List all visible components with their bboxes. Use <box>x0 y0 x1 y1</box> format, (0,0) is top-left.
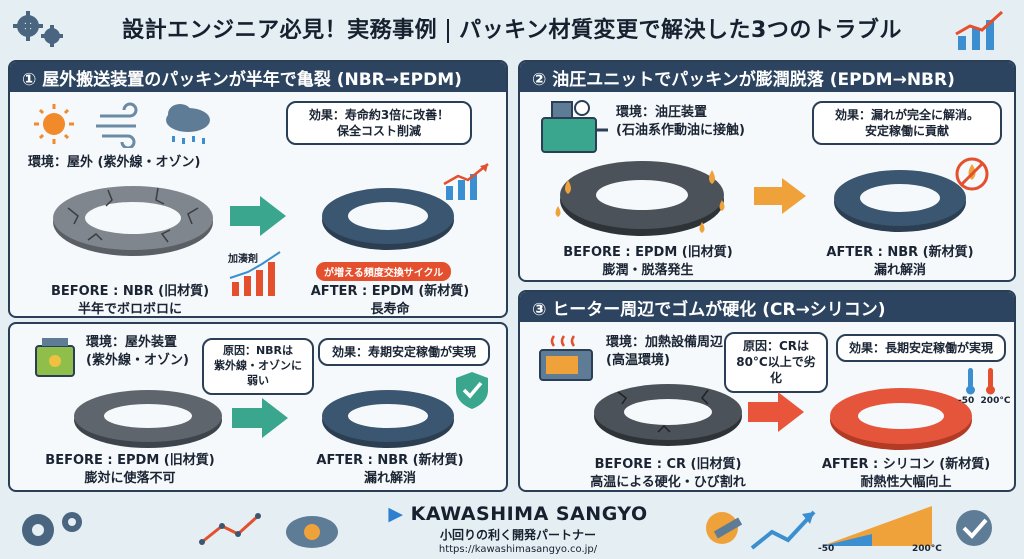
case2-after-title: AFTER : NBR (新材質) <box>826 245 974 260</box>
case4-before-label: BEFORE : EPDM (旧材質) 膨対に使落不可 <box>30 452 230 487</box>
brand-logo-icon: ▶ <box>388 503 404 525</box>
case1-after-ring <box>322 188 454 250</box>
case2-after-ring <box>834 170 966 232</box>
footer-right-icons <box>706 506 992 550</box>
footer-left-icons <box>22 512 338 548</box>
case1-after-title: AFTER : EPDM (新材質) <box>310 284 470 299</box>
temperature-scale-icon <box>822 506 932 546</box>
case1-before-label: BEFORE : NBR (旧材質) 半年でボロボロに <box>30 283 230 318</box>
page-title: 設計エンジニア必見！実務事例パッキン材質変更で解決した3つのトラブル <box>122 12 902 44</box>
thermometer-icons <box>966 368 995 395</box>
case4-cause-bubble: 原因：NBRは 紫外線・オゾンに弱い <box>202 338 314 395</box>
case2-before-ring-swollen <box>555 161 725 236</box>
case2-before-sub: 膨潤・脱落発生 <box>602 262 694 278</box>
heater-icon <box>539 335 593 381</box>
title-left: 設計エンジニア必見！実務事例 <box>122 18 438 43</box>
case1-cost-chart-icon <box>229 251 281 296</box>
case3-temp-range: -50 200°C <box>958 396 1010 406</box>
case4-after-label: AFTER : NBR (新材質) 漏れ解消 <box>290 452 490 487</box>
footer-gears-icon <box>22 512 82 546</box>
case2-heading: ② 油圧ユニットでパッキンが膨潤脱落 (EPDM→NBR) <box>520 62 1014 92</box>
case4-effect-bubble: 効果：寿期安定稼働が実現 <box>318 338 490 367</box>
case2-after-label: AFTER : NBR (新材質) 漏れ解消 <box>800 244 1000 279</box>
footer-check-gear-icon <box>956 510 992 546</box>
brand-name: ▶ KAWASHIMA SANGYO <box>388 503 648 525</box>
case3-before-title: BEFORE : CR (旧材質) <box>594 457 742 472</box>
case3-before-ring-cracked <box>594 384 742 446</box>
case3-temp-high: 200°C <box>980 396 1011 406</box>
case1-before-sub: 半年でボロボロに <box>77 301 182 317</box>
footer-wrench-icon <box>706 512 743 544</box>
case3-cause-bubble: 原因：CRは 80°C以上で劣化 <box>724 332 828 393</box>
case3-heading: ③ ヒーター周辺でゴムが硬化 (CR→シリコン) <box>520 292 1014 322</box>
case3-effect: 効果：長期安定稼働が実現 <box>848 341 993 355</box>
footer-scale-high: 200°C <box>912 544 942 554</box>
case3-after-title: AFTER : シリコン (新材質) <box>821 457 991 472</box>
header: 設計エンジニア必見！実務事例パッキン材質変更で解決した3つのトラブル <box>0 0 1024 56</box>
case4-before-ring <box>74 390 222 448</box>
case1-after-label: AFTER : EPDM (新材質) 長寿命 <box>290 283 490 318</box>
case2-arrow <box>754 178 806 214</box>
case1-effect-bubble: 効果：寿命約3倍に改善！ 保全コスト削減 <box>286 101 472 146</box>
brand-tagline: 小回りの利く開発パートナー <box>439 528 596 542</box>
case3-temp-low: -50 <box>958 396 975 406</box>
gears-icon <box>13 11 63 47</box>
case2-effect: 効果：漏れが完全に解消。 安定稼働に貢献 <box>834 108 979 139</box>
title-right: パッキン材質変更で解決した3つのトラブル <box>459 18 902 43</box>
case2-before-title: BEFORE : EPDM (旧材質) <box>563 245 733 260</box>
case3-before-sub: 高温による硬化・ひび割れ <box>590 474 746 490</box>
footer-growth-arrow-icon <box>750 510 816 550</box>
brand-url[interactable]: https://kawashimasangyo.co.jp/ <box>438 544 598 555</box>
case1-before-ring-cracked <box>53 186 213 256</box>
case1-pill: が増える頻度交換サイクル <box>316 262 452 281</box>
brand-block: ▶ KAWASHIMA SANGYO 小回りの利く開発パートナー https:/… <box>378 503 658 555</box>
case4-effect: 効果：寿期安定稼働が実現 <box>331 345 476 359</box>
case1-growth-icon <box>443 163 489 200</box>
case1-before-title: BEFORE : NBR (旧材質) <box>50 284 210 299</box>
case1-heading: ① 屋外搬送装置のパッキンが半年で亀裂 (NBR→EPDM) <box>10 62 506 92</box>
case4-after-ring <box>322 390 454 448</box>
hydraulic-unit-icon <box>541 100 608 153</box>
case4-cause: 原因：NBRは 紫外線・オゾンに弱い <box>214 344 302 387</box>
title-separator <box>447 19 450 43</box>
footer-device-icon <box>286 516 338 548</box>
case2-after-sub: 漏れ解消 <box>873 262 926 278</box>
growth-chart-icon <box>955 10 1004 50</box>
weather-icons <box>34 102 210 148</box>
case4-before-sub: 膨対に使落不可 <box>84 470 176 486</box>
case1-effect: 効果：寿命約3倍に改善！ 保全コスト削減 <box>308 108 450 139</box>
case3-env: 環境：加熱設備周辺 (高温環境) <box>606 335 724 368</box>
case3-effect-bubble: 効果：長期安定稼働が実現 <box>836 334 1006 363</box>
case3-arrow <box>748 392 804 432</box>
sun-icon <box>34 104 74 144</box>
case3-cause: 原因：CRは 80°C以上で劣化 <box>736 339 816 386</box>
case4-env: 環境：屋外装置 (紫外線・オゾン) <box>86 335 189 368</box>
outdoor-device-icon <box>35 338 75 377</box>
case2-before-label: BEFORE : EPDM (旧材質) 膨潤・脱落発生 <box>548 244 748 279</box>
case4-after-sub: 漏れ解消 <box>363 470 416 486</box>
case3-after-label: AFTER : シリコン (新材質) 耐熱性大幅向上 <box>806 456 1006 491</box>
footer-scale-low: -50 <box>818 544 835 554</box>
rain-cloud-icon <box>166 104 210 144</box>
shield-check-icon <box>456 372 488 409</box>
case1-chart-label: 加湊剤 <box>228 254 258 265</box>
footer-line-chart-icon <box>199 513 261 545</box>
case4-arrow <box>232 398 288 438</box>
case3-after-ring-silicone <box>830 388 972 450</box>
wind-icon <box>96 102 138 148</box>
case3-before-label: BEFORE : CR (旧材質) 高温による硬化・ひび割れ <box>568 456 768 491</box>
no-leak-icon <box>955 157 989 191</box>
case1-arrow <box>230 196 286 236</box>
case2-effect-bubble: 効果：漏れが完全に解消。 安定稼働に貢献 <box>812 101 1002 146</box>
case4-before-title: BEFORE : EPDM (旧材質) <box>45 453 215 468</box>
case1-after-sub: 長寿命 <box>370 301 410 317</box>
case2-env: 環境：油圧装置 (石油系作動油に接触) <box>616 105 745 138</box>
case4-after-title: AFTER : NBR (新材質) <box>316 453 464 468</box>
case3-after-sub: 耐熱性大幅向上 <box>860 474 952 490</box>
case1-env: 環境：屋外 (紫外線・オゾン) <box>28 155 201 170</box>
